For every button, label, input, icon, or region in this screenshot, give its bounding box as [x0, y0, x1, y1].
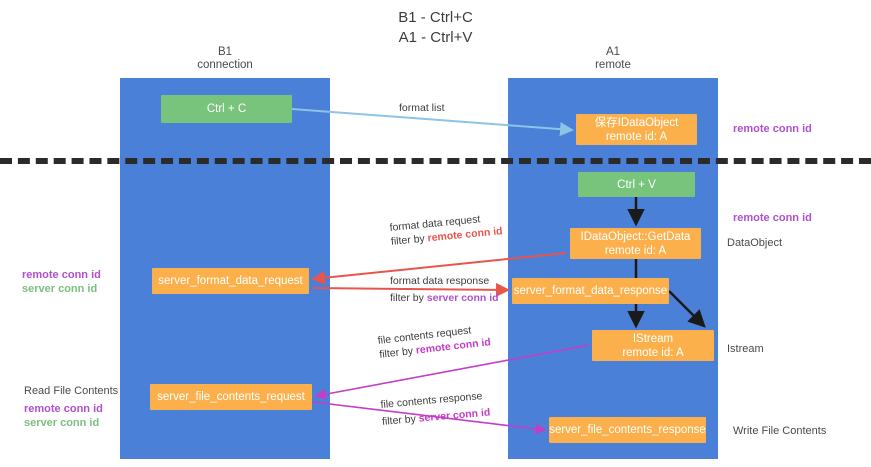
edge-label-format-list: format list [399, 101, 445, 115]
edge-label-format-data-response-filter: filter by server conn id [390, 291, 499, 305]
node-server-file-contents-request[interactable]: server_file_contents_request [150, 384, 312, 410]
node-server-file-contents-request-label: server_file_contents_request [157, 391, 305, 403]
node-server-file-contents-response[interactable]: server_file_contents_response [549, 417, 706, 443]
filter-prefix: filter by [390, 232, 429, 248]
node-ctrl-c[interactable]: Ctrl + C [161, 95, 292, 123]
node-idataobject-getdata-title: IDataObject::GetData [580, 230, 691, 243]
filter-prefix: filter by [390, 292, 427, 304]
node-istream-title: IStream [632, 332, 674, 345]
lane-header-a1-name: A1 [605, 46, 621, 58]
node-save-idataobject-subtitle: remote id: A [605, 130, 668, 143]
node-save-idataobject-title: 保存IDataObject [594, 116, 679, 129]
lane-header-b1-name: B1 [217, 46, 233, 58]
lane-header-a1-role: remote [595, 59, 631, 71]
edge-label-format-data-response-text: format data response [390, 275, 490, 287]
annotation-write-file-contents: Write File Contents [733, 425, 827, 437]
annotation-left-remote-conn-id-1: remote conn id [22, 269, 101, 281]
node-save-idataobject[interactable]: 保存IDataObject remote id: A [576, 114, 697, 145]
filter-key-server-conn-id: server conn id [418, 406, 491, 425]
node-istream[interactable]: IStream remote id: A [592, 330, 714, 361]
node-server-format-data-response-label: server_format_data_response [513, 285, 668, 297]
edge-label-file-contents-request: file contents request filter by remote c… [377, 321, 491, 362]
node-idataobject-getdata-subtitle: remote id: A [604, 244, 667, 257]
node-istream-subtitle: remote id: A [622, 346, 684, 359]
node-idataobject-getdata[interactable]: IDataObject::GetData remote id: A [570, 228, 701, 259]
page-title: B1 - Ctrl+C A1 - Ctrl+V [0, 8, 871, 48]
annotation-remote-conn-id-top: remote conn id [733, 123, 812, 135]
phase-divider [0, 158, 871, 164]
annotation-istream: Istream [727, 343, 764, 355]
node-ctrl-c-label: Ctrl + C [206, 103, 247, 115]
node-server-file-contents-response-label: server_file_contents_response [549, 424, 706, 436]
annotation-left-server-conn-id-2: server conn id [24, 417, 100, 429]
lane-header-a1: A1 remote [508, 46, 718, 72]
node-server-format-data-request[interactable]: server_format_data_request [152, 268, 309, 294]
annotation-left-remote-conn-id-2: remote conn id [24, 403, 103, 415]
node-server-format-data-response[interactable]: server_format_data_response [512, 278, 669, 304]
node-ctrl-v-label: Ctrl + V [617, 178, 656, 191]
lane-header-b1-role: connection [197, 59, 253, 71]
node-ctrl-v[interactable]: Ctrl + V [578, 172, 695, 197]
title-line-2: A1 - Ctrl+V [398, 29, 473, 46]
annotation-read-file-contents: Read File Contents [24, 385, 119, 397]
filter-prefix: filter by [378, 344, 417, 361]
edge-label-format-list-text: format list [399, 102, 445, 114]
node-server-format-data-request-label: server_format_data_request [158, 275, 303, 287]
edge-label-file-contents-response: file contents response filter by server … [380, 389, 491, 429]
edge-label-format-data-response: format data response filter by server co… [390, 274, 499, 305]
filter-key-server-conn-id: server conn id [426, 292, 499, 304]
title-line-1: B1 - Ctrl+C [398, 9, 473, 26]
filter-prefix: filter by [381, 412, 420, 428]
annotation-left-server-conn-id-1: server conn id [22, 283, 98, 295]
annotation-dataobject: DataObject [727, 237, 783, 249]
lane-header-b1: B1 connection [120, 46, 330, 72]
annotation-remote-conn-id-mid: remote conn id [733, 212, 812, 224]
edge-label-format-data-request: format data request filter by remote con… [389, 210, 503, 249]
